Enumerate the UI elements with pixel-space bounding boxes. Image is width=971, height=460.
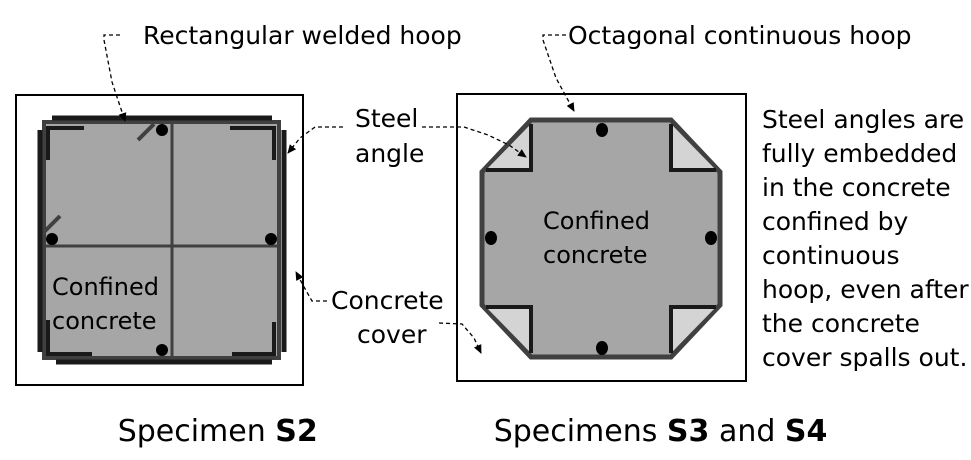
note-block: Steel angles are fully embedded in the c… [762,105,969,372]
s34-rebar [596,123,608,137]
s2-welded-hoop-bars [37,115,287,365]
note-line: cover spalls out. [762,343,967,372]
s34-angle-top-left [486,124,533,172]
note-line: hoop, even after [762,275,969,304]
caption-s34-mid: and [709,414,785,449]
s34-octagonal-hoop-core [479,117,723,360]
s2-angle-top-left [46,126,84,160]
s34-angle-bottom-right [669,305,716,353]
note-line: Steel angles are [762,105,964,134]
caption-specimens-s3-s4: Specimens S3 and S4 [446,414,856,449]
s2-rebar [265,233,277,245]
caption-s2-id: S2 [275,414,317,449]
labels: Rectangular welded hoop Octagonal contin… [52,21,912,349]
s2-angle-top-right [230,126,276,160]
leader-rect-hoop [103,34,127,122]
leader-concrete-cover-right [438,322,482,354]
s34-angle-bottom-left [486,305,533,353]
leader-lines [103,34,575,354]
label-oct-hoop: Octagonal continuous hoop [568,21,912,50]
s2-confined-core [42,120,281,360]
s34-steel-angles [486,124,716,353]
label-concrete-cover-1: Concrete [331,286,444,315]
note-line: fully embedded [762,139,957,168]
leader-oct-hoop [542,34,575,112]
label-s34-confined-1: Confined [543,207,650,235]
caption-s34-prefix: Specimens [494,414,667,449]
s2-rebar [156,124,168,136]
s2-hook-ends [42,122,156,234]
s2-steel-angles [46,126,276,356]
label-steel-angle-2: angle [355,139,424,168]
caption-s3-id: S3 [667,414,709,449]
note-line: continuous [762,241,900,270]
s2-angle-bottom-right [232,322,276,356]
label-s34-confined-2: concrete [543,241,648,269]
s34-rebar [485,231,497,245]
note-line: in the concrete [762,173,951,202]
label-steel-angle-1: Steel [355,104,418,133]
s34-rebar [596,341,608,355]
specimen-s3-s4-section [456,93,747,382]
specimen-s2-section [15,94,304,386]
s34-rebar [705,231,717,245]
note-line: confined by [762,207,909,236]
caption-s2-prefix: Specimen [118,414,276,449]
label-s2-confined-2: concrete [52,307,157,335]
label-s2-confined-1: Confined [52,273,159,301]
leader-concrete-cover-left [295,271,327,302]
note-line: the concrete [762,309,920,338]
caption-s4-id: S4 [785,414,827,449]
s2-rebar [156,344,168,356]
leader-steel-angle [422,126,527,158]
s34-angle-top-right [669,124,716,172]
s2-rebar [46,233,58,245]
s34-longitudinal-bars [485,123,717,355]
s2-longitudinal-bars [46,124,277,356]
caption-specimen-s2: Specimen S2 [70,414,346,449]
s2-angle-bottom-left [46,320,92,356]
label-rect-hoop: Rectangular welded hoop [143,21,462,50]
leader-s2-hoop-right [287,126,343,154]
label-concrete-cover-2: cover [357,320,427,349]
